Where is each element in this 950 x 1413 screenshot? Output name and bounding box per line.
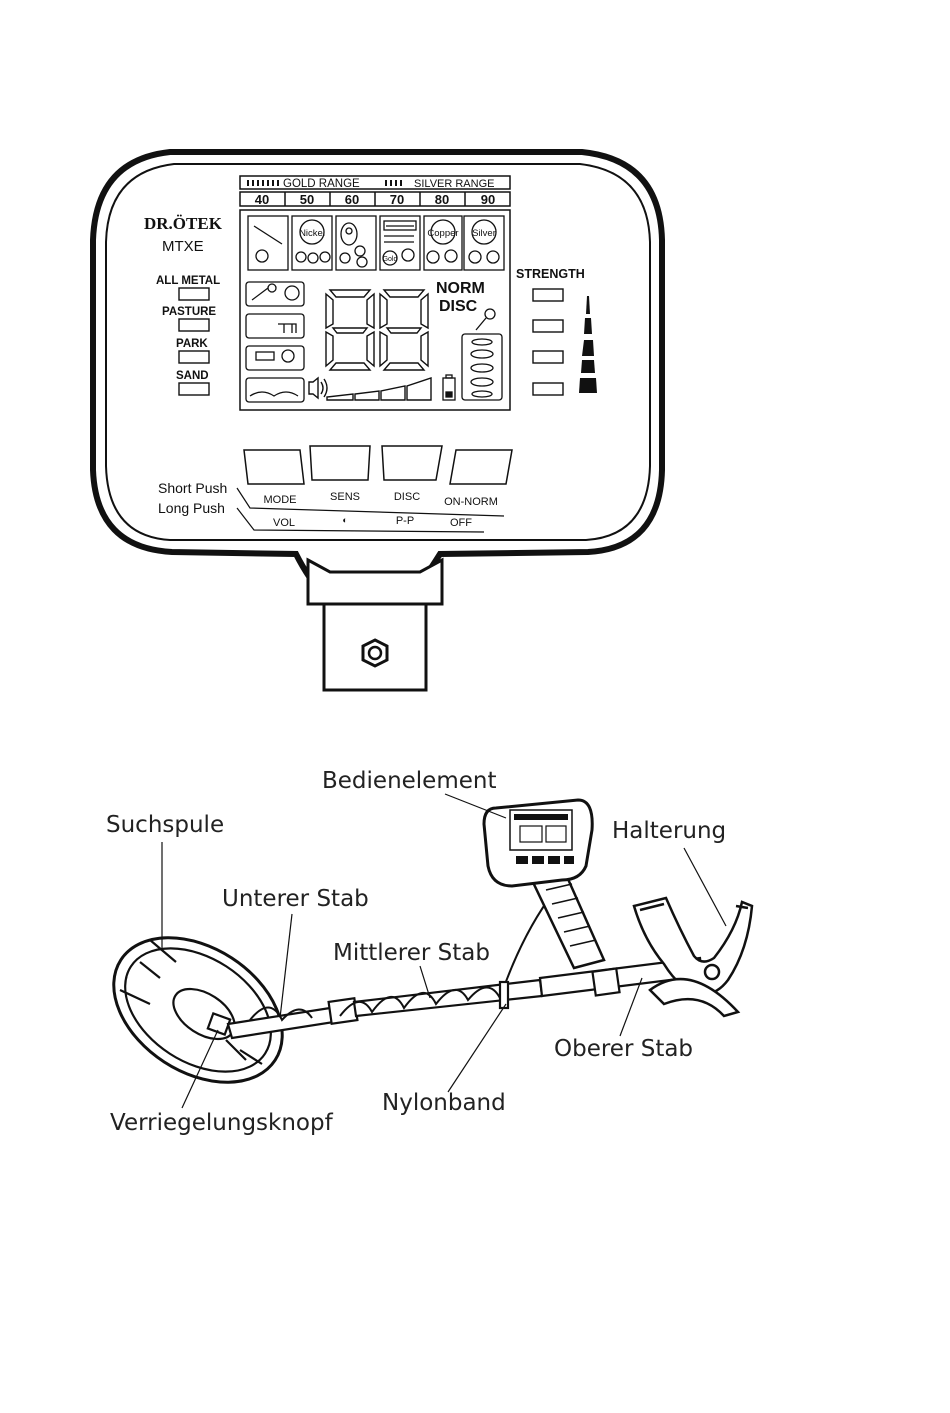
- mode-label-all-metal: ALL METAL: [156, 275, 220, 287]
- leader-nylon-band: [448, 1004, 506, 1092]
- battery-icon: [443, 375, 455, 400]
- on-norm-short-label: ON-NORM: [444, 496, 498, 508]
- disc-short-label: DISC: [394, 491, 420, 503]
- mode-indicator: [179, 319, 209, 331]
- control-unit: [484, 800, 592, 886]
- leader-lower-rod: [280, 914, 292, 1018]
- mode-icons: [246, 282, 304, 402]
- label-upper-rod: Oberer Stab: [554, 1036, 693, 1062]
- long-push-label: Long Push: [158, 500, 225, 516]
- on-norm-button[interactable]: [450, 450, 512, 484]
- gold-range-label: GOLD RANGE: [283, 178, 360, 190]
- leader-locking-knob: [182, 1030, 218, 1108]
- silver-label: Silver: [472, 228, 496, 239]
- pp-long-label: P-P: [396, 515, 414, 527]
- digit-left: [326, 290, 374, 370]
- volume-level-bars: [327, 378, 431, 400]
- leader-control-unit: [445, 794, 506, 818]
- disc-label: DISC: [439, 298, 478, 315]
- target-icon-nail: [248, 216, 288, 270]
- label-lower-rod: Unterer Stab: [222, 886, 369, 912]
- sens-short-label: SENS: [330, 491, 360, 503]
- mode-indicator: [179, 351, 209, 363]
- pasture-icon: [246, 314, 304, 338]
- model-name: MTXE: [162, 238, 204, 255]
- scale-label: 90: [481, 192, 495, 207]
- label-middle-rod: Mittlerer Stab: [333, 940, 490, 966]
- silver-range-label: SILVER RANGE: [414, 178, 495, 190]
- sens-button[interactable]: [310, 446, 370, 480]
- gold-label: Gold: [383, 256, 398, 263]
- mode-label-pasture: PASTURE: [162, 306, 216, 318]
- sand-icon: [246, 378, 304, 402]
- handle-neck: [308, 560, 442, 604]
- locking-knob: [208, 1013, 230, 1034]
- strength-meter: [579, 296, 597, 393]
- scale-label: 80: [435, 192, 449, 207]
- park-icon: [246, 346, 304, 370]
- control-box: GOLD RANGE SILVER RANGE 40 50 60 70 80 9…: [93, 152, 662, 690]
- mode-label-park: PARK: [176, 338, 208, 350]
- strength-boxes: [533, 289, 563, 395]
- label-nylon-band: Nylonband: [382, 1090, 506, 1116]
- leader-armrest: [684, 848, 726, 926]
- mode-short-label: MODE: [264, 494, 297, 506]
- scale-label: 70: [390, 192, 404, 207]
- label-search-coil: Suchspule: [106, 812, 224, 838]
- label-locking-knob: Verriegelungsknopf: [110, 1110, 334, 1136]
- digit-right: [380, 290, 428, 370]
- scale-label: 50: [300, 192, 314, 207]
- target-icon-silver: [464, 216, 504, 270]
- brand-name: DR.ÖTEK: [144, 214, 223, 233]
- scale-label: 60: [345, 192, 359, 207]
- nickel-label: Nickel: [299, 228, 325, 239]
- label-armrest: Halterung: [612, 818, 726, 844]
- volume-icon: [309, 378, 327, 398]
- short-push-label: Short Push: [158, 480, 227, 496]
- depth-indicator: [462, 309, 502, 400]
- rod-clamp: [592, 968, 619, 995]
- mode-label-sand: SAND: [176, 370, 209, 382]
- nylon-band: [500, 982, 508, 1008]
- target-icons: [248, 216, 504, 270]
- digit-display: [326, 290, 428, 370]
- gold-ticks: [248, 180, 278, 186]
- off-long-label: OFF: [450, 517, 472, 529]
- mode-indicator: [179, 383, 209, 395]
- armrest: [634, 898, 752, 1016]
- mode-list: ALL METAL PASTURE PARK SAND: [156, 275, 220, 395]
- disc-button[interactable]: [382, 446, 442, 480]
- silver-ticks: [386, 180, 401, 186]
- label-control-unit: Bedienelement: [322, 768, 497, 794]
- strength-label: STRENGTH: [516, 267, 585, 281]
- mode-button[interactable]: [244, 450, 304, 484]
- vol-long-label: VOL: [273, 517, 295, 529]
- norm-label: NORM: [436, 280, 485, 297]
- scale-label: 40: [255, 192, 269, 207]
- sens-long-label: ◐: [342, 515, 347, 525]
- middle-rod: [354, 980, 542, 1016]
- mode-indicator: [179, 288, 209, 300]
- button-row: [244, 446, 512, 484]
- copper-label: Copper: [427, 228, 458, 239]
